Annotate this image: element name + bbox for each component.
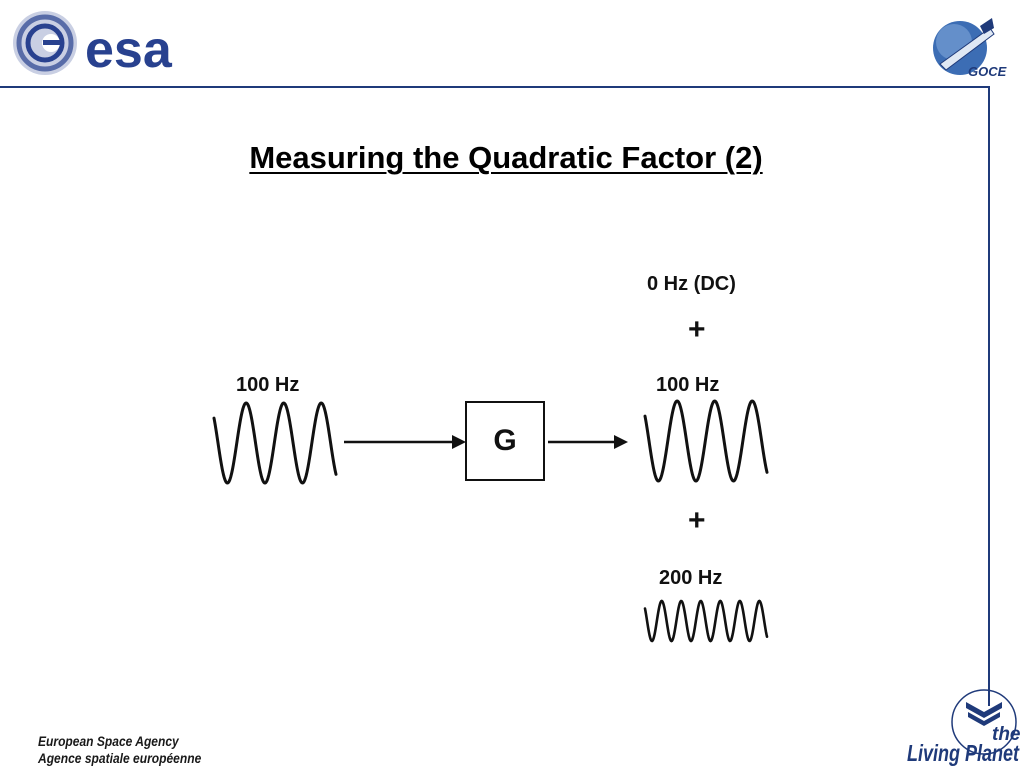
living-planet-emblem-icon xyxy=(951,689,1017,755)
output-arrow xyxy=(548,435,628,449)
agency-name: European Space Agency Agence spatiale eu… xyxy=(38,733,201,767)
plus-sign-upper: + xyxy=(688,313,706,346)
input-arrow xyxy=(344,435,466,449)
agency-name-english: European Space Agency xyxy=(38,733,179,749)
living-planet-the: the xyxy=(992,724,1021,745)
living-planet-logo: the Living Planet xyxy=(907,689,1021,766)
input-waveform xyxy=(212,401,338,485)
system-block-label: G xyxy=(493,424,517,457)
dc-component-label: 0 Hz (DC) xyxy=(647,273,736,295)
esa-emblem-icon xyxy=(13,11,77,75)
page-title: Measuring the Quadratic Factor (2) xyxy=(249,140,763,175)
agency-name-french: Agence spatiale européenne xyxy=(38,750,202,766)
plus-sign-lower: + xyxy=(688,504,706,537)
goce-logo: GOCE xyxy=(933,18,1007,79)
esa-logo: esa xyxy=(13,11,173,79)
living-planet-name: Living Planet xyxy=(907,740,1020,766)
esa-logo-text: esa xyxy=(85,21,173,79)
fundamental-waveform xyxy=(643,399,769,483)
system-block: G xyxy=(465,401,545,481)
second-harmonic-waveform xyxy=(643,599,769,643)
second-harmonic-label: 200 Hz xyxy=(659,567,723,589)
input-frequency-label: 100 Hz xyxy=(236,374,300,396)
header-rule xyxy=(0,86,990,88)
goce-logo-text: GOCE xyxy=(968,64,1007,79)
fundamental-frequency-label: 100 Hz xyxy=(656,374,720,396)
right-rule xyxy=(988,86,990,706)
goce-satellite-icon xyxy=(933,18,995,75)
